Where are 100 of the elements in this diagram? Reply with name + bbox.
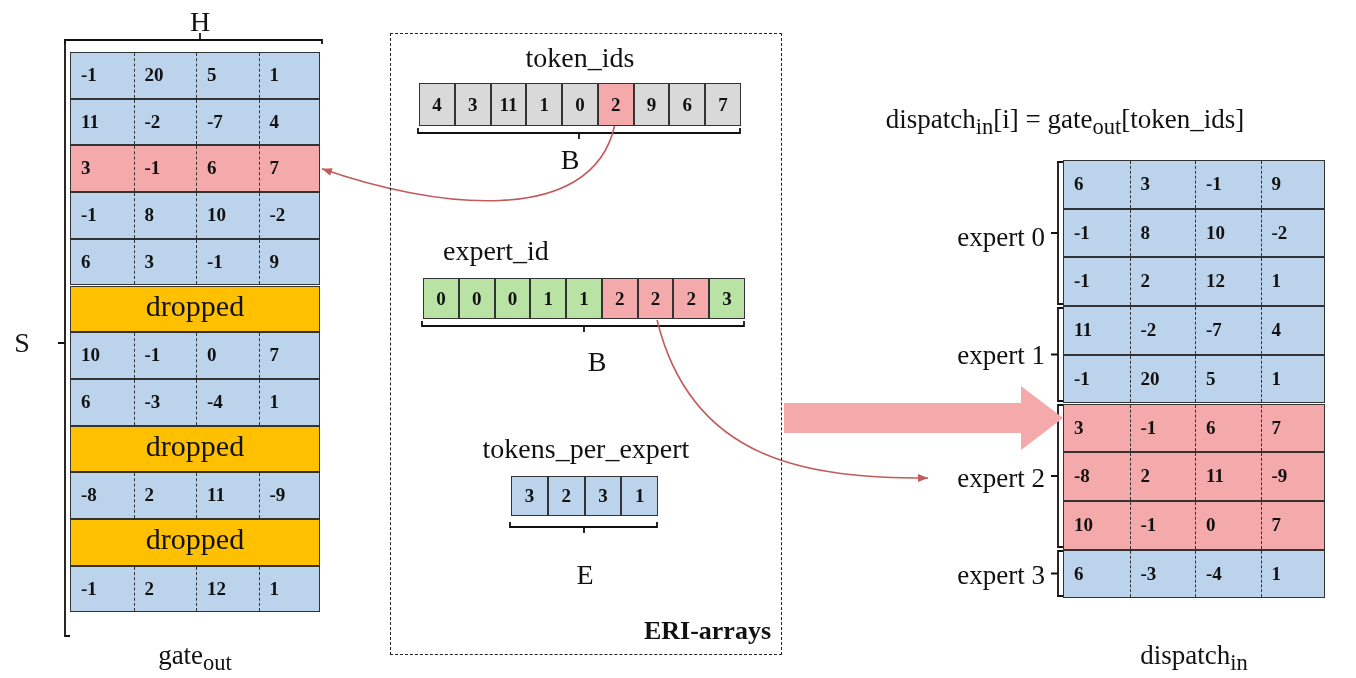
table-row [70, 378, 320, 426]
array-cell: 3 [454, 83, 491, 126]
cell-value: -1 [1073, 220, 1091, 245]
row-label: dropped [144, 522, 246, 556]
array-cell: 1 [526, 83, 563, 126]
cell-value: -1 [80, 203, 98, 228]
cell-value: -2 [1129, 307, 1195, 354]
cell-value: 2 [133, 473, 196, 518]
dimension-label: S [14, 327, 30, 359]
array-cell: 0 [562, 83, 598, 126]
table-row [70, 425, 320, 473]
array-cell: 1 [621, 476, 658, 516]
array-cell: 3 [709, 278, 745, 319]
cell-value: 6 [80, 389, 92, 414]
cell-value: -1 [133, 146, 196, 192]
cell-value: -9 [1260, 453, 1326, 500]
cell-value: 11 [196, 473, 259, 518]
group-title: ERI-arrays [643, 616, 771, 646]
table-row [70, 519, 320, 566]
cell-value: 0 [196, 333, 259, 378]
array-cell: 0 [423, 278, 459, 319]
arrow [656, 319, 929, 482]
cell-value: 1 [258, 53, 321, 98]
table-row [1063, 208, 1325, 258]
array-cell: 4 [419, 83, 455, 126]
cell-value: 7 [1260, 404, 1326, 452]
group-label: expert 0 [930, 220, 1045, 254]
cell-value: 10 [1073, 512, 1094, 537]
table-row [1063, 160, 1325, 209]
cell-value: -7 [1195, 307, 1261, 354]
array-cell: 6 [669, 83, 706, 126]
table-row [70, 192, 320, 239]
table-row [1063, 549, 1325, 599]
cell-value: 3 [133, 239, 196, 285]
table-row [70, 52, 320, 99]
array-cell: 0 [458, 278, 495, 319]
cell-value: -1 [1073, 366, 1091, 391]
cell-value: -4 [196, 379, 259, 425]
cell-value: 6 [1073, 561, 1085, 586]
cell-value: 4 [258, 99, 321, 145]
block-arrow [784, 386, 1063, 450]
cell-value: 5 [1195, 355, 1261, 403]
group-label: expert 2 [930, 461, 1045, 495]
cell-value: -1 [80, 63, 98, 87]
cell-value: -8 [80, 483, 98, 508]
table-row [1063, 452, 1325, 501]
cell-value: 6 [196, 146, 259, 192]
cell-value: 11 [1073, 318, 1093, 343]
table-row [1063, 500, 1325, 550]
cell-value: -3 [133, 379, 196, 425]
cell-value: 2 [133, 566, 196, 612]
cell-value: 2 [1129, 453, 1195, 500]
cell-value: -1 [1129, 501, 1195, 549]
cell-value: 12 [1195, 258, 1261, 306]
cell-value: 10 [80, 343, 101, 368]
array-cell: 2 [601, 278, 638, 319]
cell-value: 3 [1129, 161, 1195, 208]
table-row [70, 285, 320, 333]
cell-value: 20 [133, 53, 196, 98]
cell-value: 7 [1260, 501, 1326, 549]
array-title: token_ids [524, 42, 636, 74]
cell-value: -1 [1195, 161, 1261, 208]
cell-value: 12 [196, 566, 259, 612]
table-row [70, 98, 320, 146]
table-row [1063, 354, 1325, 404]
cell-value: 11 [80, 109, 100, 134]
cell-value: 10 [196, 193, 259, 238]
cell-value: 1 [258, 379, 321, 425]
cell-value: -9 [258, 473, 321, 518]
cell-value: 3 [80, 156, 92, 181]
cell-value: 20 [1129, 355, 1195, 403]
cell-value: 6 [1073, 172, 1085, 196]
cell-value: 10 [1195, 209, 1261, 257]
table-row [70, 332, 320, 379]
cell-value: 8 [133, 193, 196, 238]
array-cell: 2 [597, 83, 634, 126]
table-row [1063, 257, 1325, 307]
array-cell: 7 [705, 83, 741, 126]
dimension-label: E [576, 559, 594, 591]
cell-value: 9 [258, 239, 321, 285]
cell-value: 6 [80, 249, 92, 274]
cell-value: 2 [1129, 258, 1195, 306]
array-cell: 0 [494, 278, 531, 319]
table-row [70, 238, 320, 286]
arrow [321, 124, 616, 202]
formula-text: dispatch$_{in}$[i] = gate$_{out}$[token_ids] [885, 103, 1245, 141]
cell-value: 6 [1195, 404, 1261, 452]
table-row [1063, 306, 1325, 355]
row-label: dropped [144, 428, 246, 463]
cell-value: -1 [1073, 269, 1091, 294]
array-title: tokens_per_expert [481, 433, 691, 465]
cell-value: 11 [1195, 453, 1261, 500]
cell-value: -2 [1260, 209, 1326, 257]
cell-value: 8 [1129, 209, 1195, 257]
array-cell: 2 [673, 278, 710, 319]
cell-value: -4 [1195, 550, 1261, 598]
cell-value: 4 [1260, 307, 1326, 354]
array-cell: 2 [637, 278, 674, 319]
dashed-group-box [390, 33, 782, 655]
array-cell: 1 [566, 278, 602, 319]
